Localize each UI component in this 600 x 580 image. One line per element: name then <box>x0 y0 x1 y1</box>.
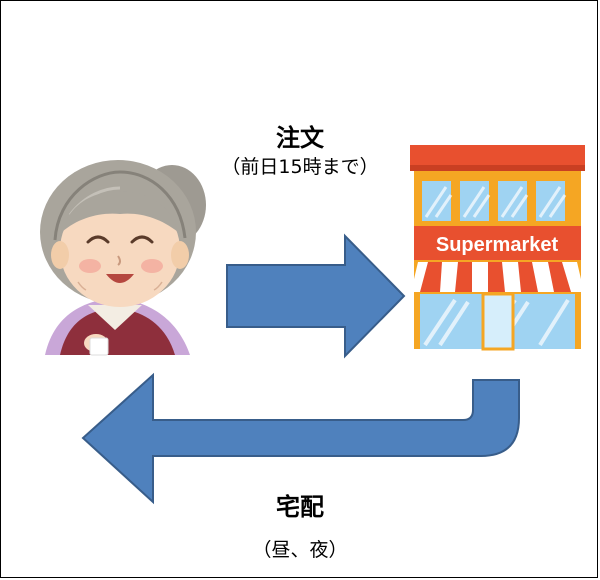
elderly-woman-icon <box>40 160 206 356</box>
delivery-time-note: （昼、夜） <box>252 539 348 561</box>
store-sign-text: Supermarket <box>436 234 559 256</box>
order-deadline-note: （前日15時まで） <box>221 156 379 178</box>
delivery-label: 宅配 <box>276 493 324 521</box>
order-label: 注文 <box>276 124 324 152</box>
delivery-arrow <box>81 372 520 505</box>
order-arrow <box>226 233 406 359</box>
supermarket-building-icon: Supermarket <box>410 145 585 351</box>
